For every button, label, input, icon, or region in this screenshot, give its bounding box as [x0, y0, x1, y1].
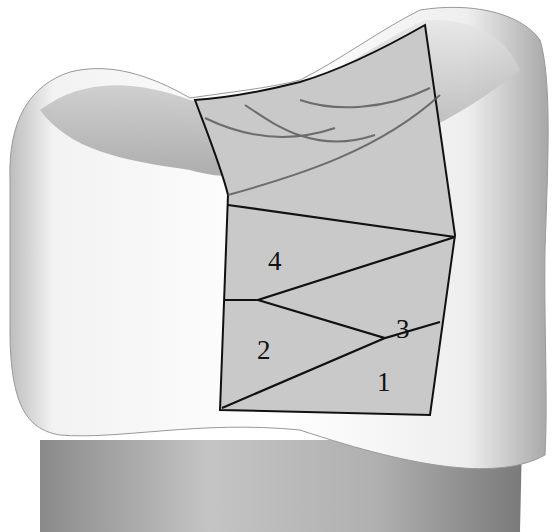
- callout-number: 4: [268, 248, 282, 275]
- preparation-outline: [195, 25, 455, 415]
- callout-number: 2: [257, 337, 271, 364]
- tooth-crown: [10, 7, 548, 468]
- callout-number: 1: [377, 369, 391, 396]
- callout-number: 3: [396, 316, 410, 343]
- region-lines: [222, 205, 455, 408]
- prep-grooves: [205, 88, 440, 195]
